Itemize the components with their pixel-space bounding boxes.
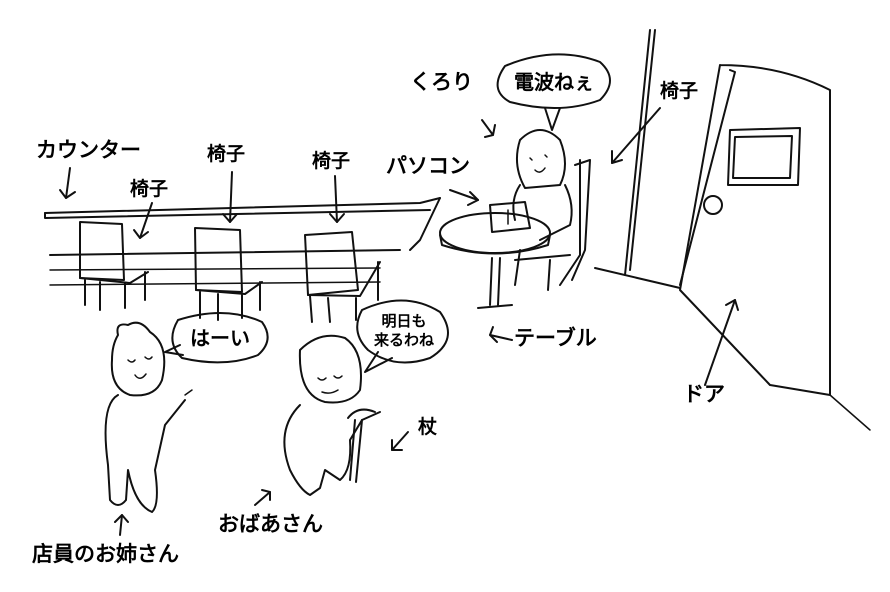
speech-bubble-grandma: [356, 299, 449, 373]
wall-and-door: [594, 29, 871, 431]
label-chair-2: 椅子: [207, 143, 246, 165]
counter-chair-1: [79, 221, 149, 311]
label-cane: 杖: [418, 416, 438, 438]
staff-woman-drawing: [104, 321, 193, 513]
counter-chair-3: [304, 231, 381, 323]
speech-bubble-girl: [496, 53, 611, 131]
speech-text-grandma-line2: 来るわね: [374, 330, 435, 349]
laptop-drawing: [489, 201, 531, 233]
label-girl-name: くろり: [410, 70, 473, 94]
speech-text-girl: 電波ねぇ: [514, 70, 594, 94]
label-chair-4: 椅子: [660, 80, 699, 102]
counter-chair-2: [194, 227, 263, 321]
girl-drawing: [512, 129, 591, 291]
speech-text-grandma: 明日も 来るわね: [374, 312, 434, 350]
label-chair-1: 椅子: [130, 178, 169, 200]
speech-bubble-staff: [164, 312, 269, 364]
label-staff: 店員のお姉さん: [32, 542, 179, 566]
speech-text-grandma-line1: 明日も: [381, 312, 427, 330]
label-grandma: おばあさん: [218, 512, 323, 536]
label-chair-3: 椅子: [312, 150, 351, 172]
counter-drawing: [44, 197, 441, 286]
grandma-drawing: [283, 334, 381, 496]
annotation-arrows: [59, 107, 739, 536]
label-pc: パソコン: [386, 154, 470, 178]
round-table: [439, 212, 551, 309]
label-door: ドア: [683, 382, 725, 406]
label-counter: カウンター: [36, 138, 141, 162]
speech-text-staff: はーい: [190, 326, 250, 350]
label-table: テーブル: [514, 326, 597, 350]
